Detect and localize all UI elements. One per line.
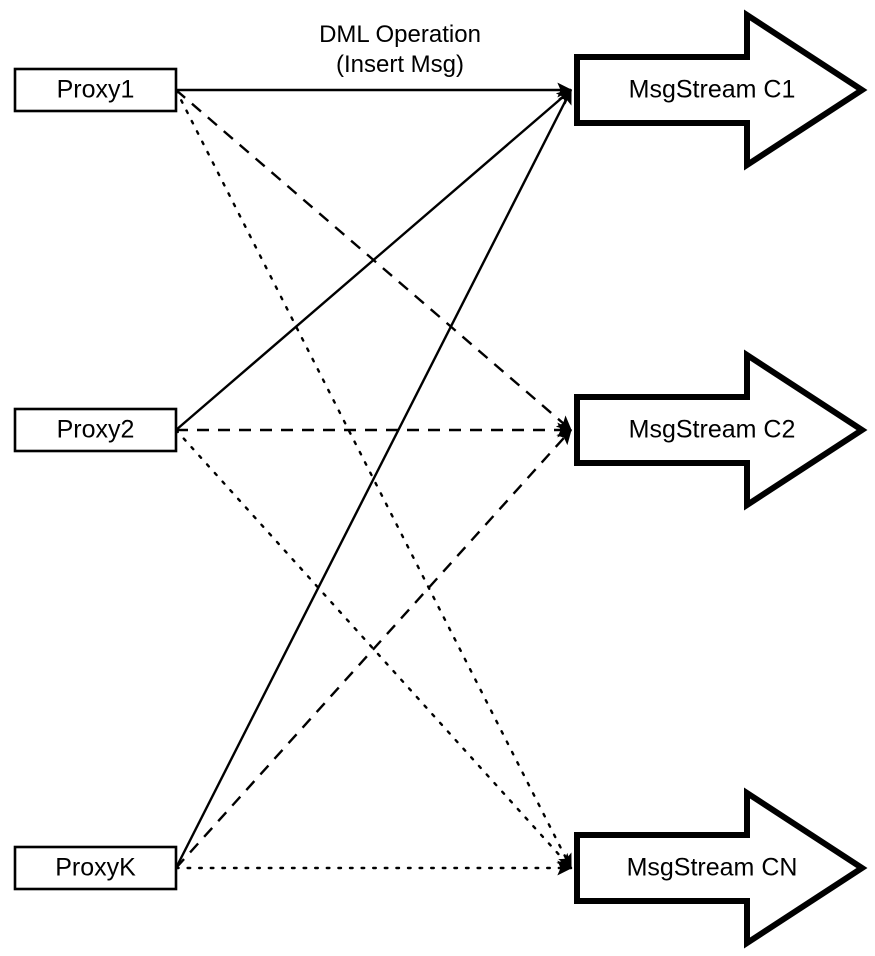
proxy-node-proxyK[interactable]: ProxyK — [13, 845, 178, 891]
msgstream-node-c1[interactable]: MsgStream C1 — [574, 9, 868, 171]
proxy-node-proxy1[interactable]: Proxy1 — [13, 67, 178, 113]
msgstream-node-c2[interactable]: MsgStream C2 — [574, 349, 868, 511]
dml-operation-label: DML Operation (Insert Msg) — [319, 21, 481, 78]
link-proxyK-c1 — [174, 88, 573, 869]
msgstream-label-c2: MsgStream C2 — [629, 416, 796, 444]
link-proxyK-c2 — [175, 429, 572, 869]
proxy-label-proxyK: ProxyK — [55, 854, 136, 882]
dml-operation-label-line2: (Insert Msg) — [336, 51, 464, 78]
msgstream-nodes-layer: MsgStream C1 MsgStream C2 MsgStream CN — [574, 9, 868, 949]
proxy-label-proxy1: Proxy1 — [57, 76, 135, 104]
msgstream-arrow-shape-cn[interactable] — [574, 787, 868, 949]
proxy-box-proxy2[interactable] — [13, 407, 178, 453]
msgstream-label-c1: MsgStream C1 — [629, 76, 796, 104]
msgstream-arrow-shape-c2[interactable] — [574, 349, 868, 511]
proxy-box-proxyK[interactable] — [13, 845, 178, 891]
msgstream-node-cn[interactable]: MsgStream CN — [574, 787, 868, 949]
dml-operation-label-line1: DML Operation — [319, 21, 481, 48]
proxy-node-proxy2[interactable]: Proxy2 — [13, 407, 178, 453]
proxy-box-proxy1[interactable] — [13, 67, 178, 113]
msgstream-label-cn: MsgStream CN — [627, 854, 798, 882]
proxy-label-proxy2: Proxy2 — [57, 416, 135, 444]
msgstream-arrow-shape-c1[interactable] — [574, 9, 868, 171]
connection-links-layer — [174, 82, 573, 876]
link-proxy2-c1 — [175, 89, 572, 431]
